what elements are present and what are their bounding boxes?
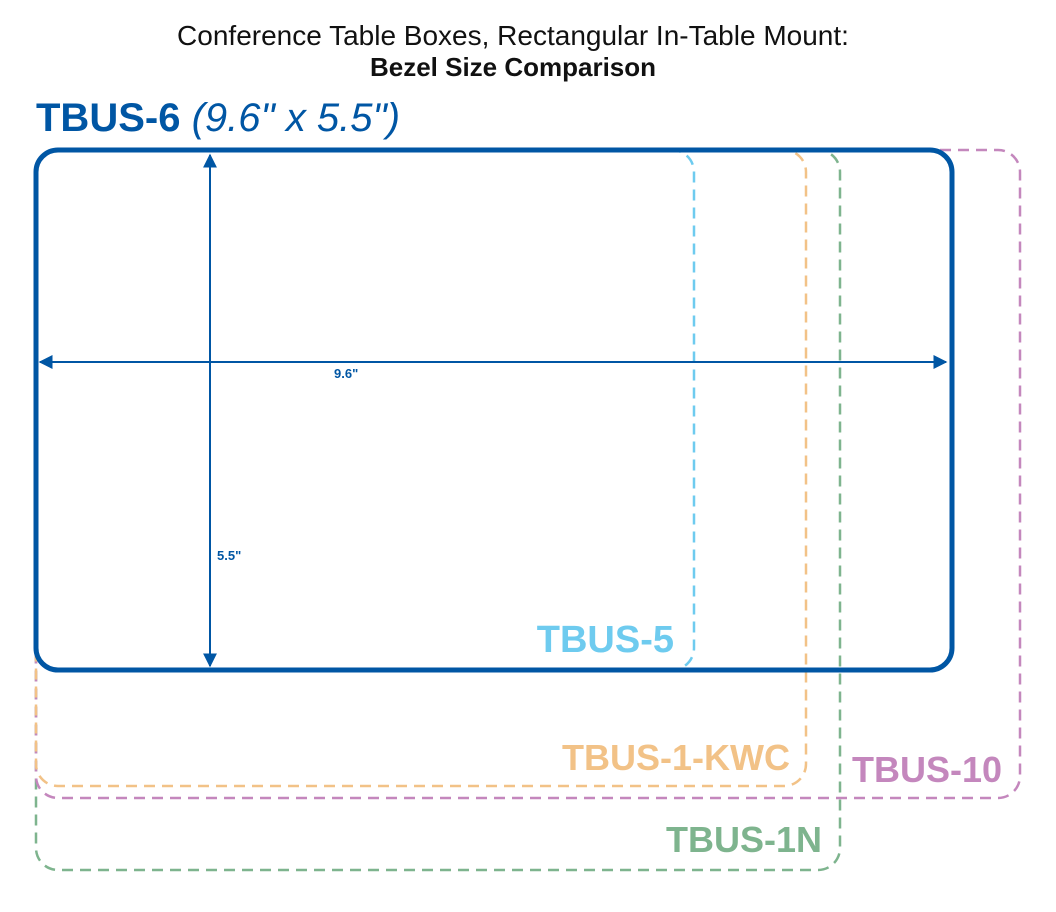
height-label: 5.5" [217, 548, 241, 563]
width-label: 9.6" [334, 366, 358, 381]
tbus-10-outline [34, 148, 1022, 800]
primary-heading: TBUS-6 (9.6" x 5.5") [36, 96, 400, 141]
tbus-1-kwc-label: TBUS-1-KWC [562, 737, 790, 778]
tbus-6-outline [33, 147, 955, 673]
tbus-1-kwc-outline [34, 148, 808, 788]
tbus-5-label: TBUS-5 [537, 619, 674, 661]
primary-name: TBUS-6 [36, 96, 181, 140]
tbus-1n-label: TBUS-1N [666, 819, 822, 860]
title-line-2: Bezel Size Comparison [369, 52, 657, 82]
primary-dims: (9.6" x 5.5") [191, 96, 401, 140]
title-line-1: Conference Table Boxes, Rectangular In-T… [177, 20, 849, 51]
tbus-10-label: TBUS-10 [852, 749, 1002, 790]
tbus-5-outline [34, 148, 696, 672]
